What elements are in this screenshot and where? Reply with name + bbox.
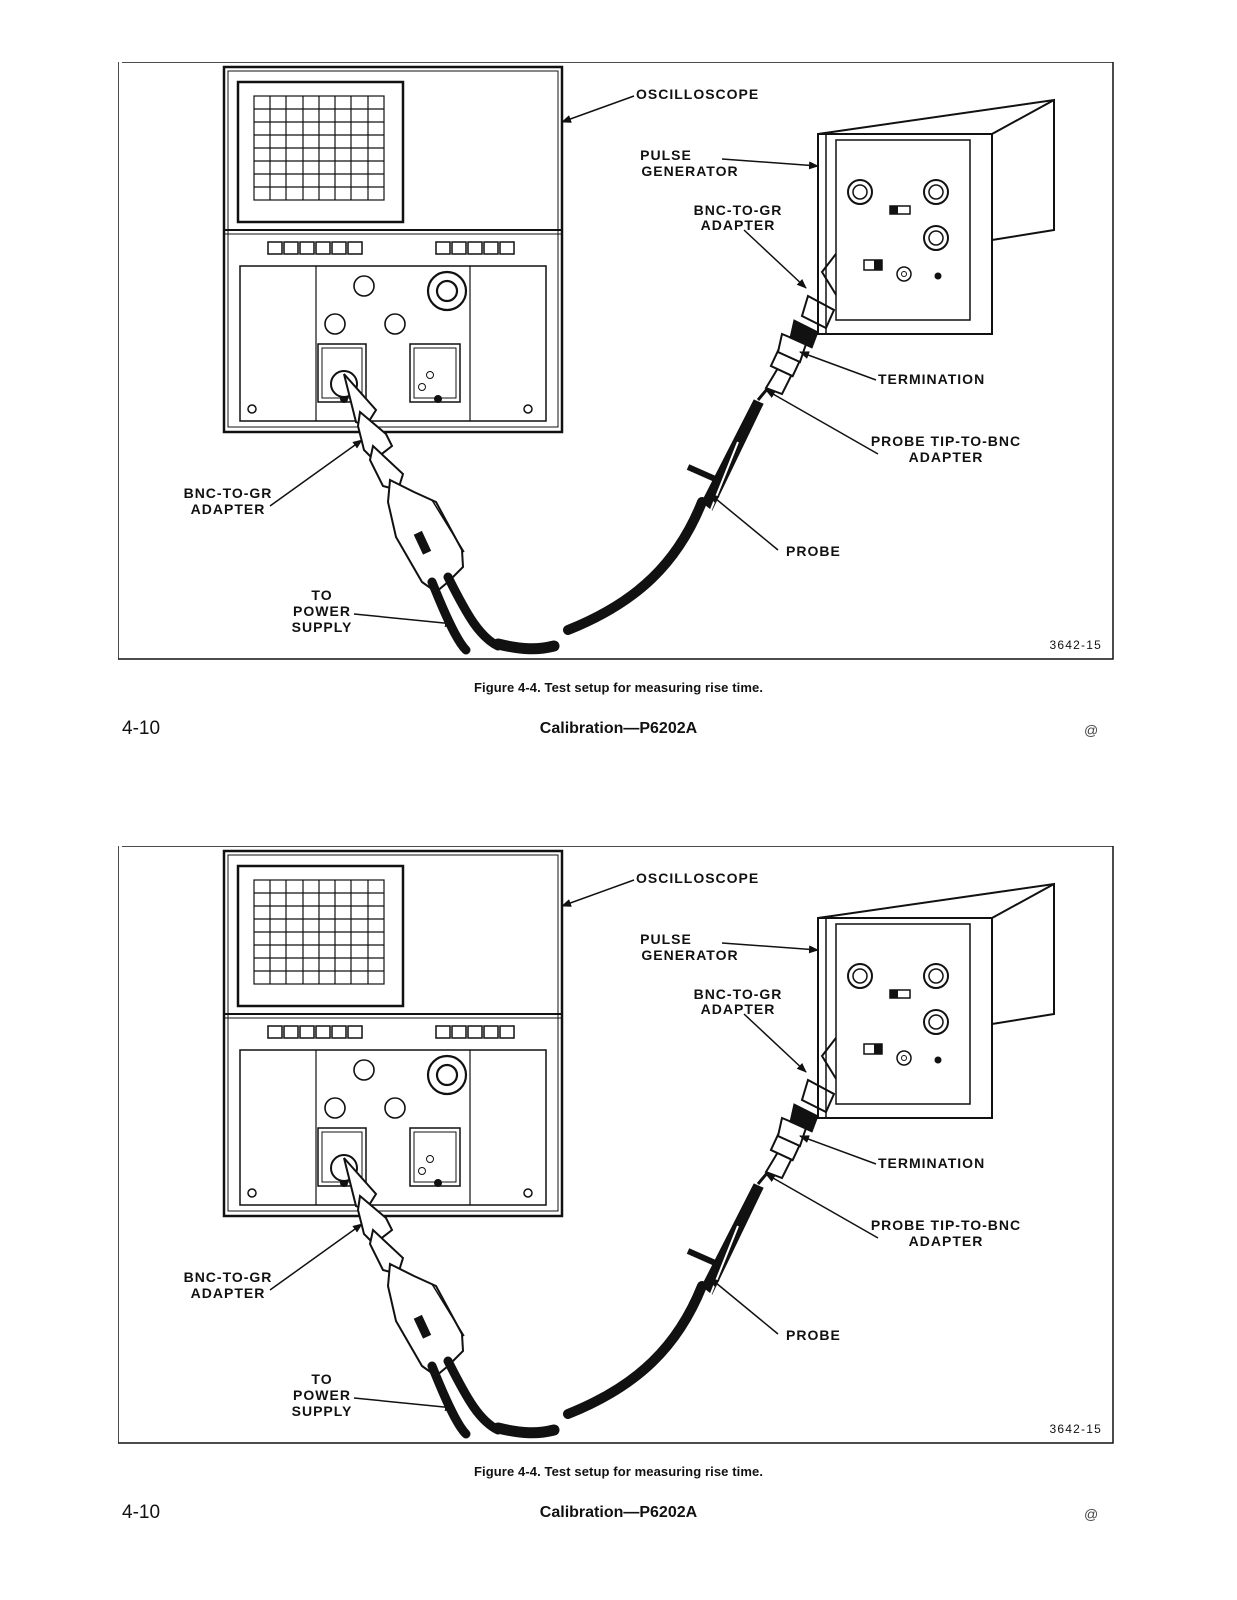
label-probe: PROBE (786, 1327, 841, 1343)
label-leaders (269, 879, 879, 1412)
label-oscilloscope: OSCILLOSCOPE (636, 870, 759, 886)
label-bnc-gr-left-1: BNC-TO-GR (184, 485, 273, 501)
copyright-mark: @ (1084, 722, 1099, 738)
running-title: Calibration—P6202A (539, 720, 698, 737)
left-adapter-and-cable (330, 370, 560, 655)
probe-drawing (563, 387, 770, 635)
copyright-mark: @ (1084, 1506, 1099, 1522)
figure-number: 3642-15 (1050, 1422, 1102, 1436)
label-pulse-generator-1: PULSE (640, 931, 692, 947)
front-panel-buttons (267, 1025, 515, 1039)
label-oscilloscope: OSCILLOSCOPE (636, 86, 759, 102)
pulse-generator-drawing (817, 98, 1055, 335)
figure-frame (118, 62, 1114, 660)
label-power-3: SUPPLY (292, 619, 353, 635)
label-termination: TERMINATION (878, 371, 985, 387)
label-power-2: POWER (293, 1387, 351, 1403)
crt-graticule (253, 95, 385, 201)
label-power-3: SUPPLY (292, 1403, 353, 1419)
page-number: 4-10 (122, 718, 161, 739)
label-probe-tip-2: ADAPTER (909, 449, 984, 465)
label-leaders (269, 95, 879, 628)
test-setup-figure: OSCILLOSCOPE PULSE GENERATOR BNC-TO-GR A… (118, 846, 1116, 1446)
label-pulse-generator-2: GENERATOR (641, 947, 738, 963)
label-bnc-gr-left-2: ADAPTER (191, 501, 266, 517)
figure-caption: Figure 4-4. Test setup for measuring ris… (473, 1464, 764, 1479)
test-setup-figure: OSCILLOSCOPE PULSE GENERATOR BNC-TO-GR A… (118, 62, 1116, 662)
running-title: Calibration—P6202A (539, 1504, 698, 1521)
label-pulse-generator-1: PULSE (640, 147, 692, 163)
page-half-top: OSCILLOSCOPE PULSE GENERATOR BNC-TO-GR A… (0, 0, 1237, 790)
label-bnc-gr-top-1: BNC-TO-GR (694, 202, 783, 218)
figure-number: 3642-15 (1050, 638, 1102, 652)
crt-graticule (253, 879, 385, 985)
label-power-1: TO (311, 587, 332, 603)
oscilloscope-drawing (222, 849, 564, 1218)
label-bnc-gr-left-1: BNC-TO-GR (184, 1269, 273, 1285)
label-pulse-generator-2: GENERATOR (641, 163, 738, 179)
label-probe-tip-1: PROBE TIP-TO-BNC (871, 433, 1021, 449)
oscilloscope-drawing (222, 65, 564, 434)
test-setup-illustration: OSCILLOSCOPE PULSE GENERATOR BNC-TO-GR A… (118, 846, 1114, 1444)
label-termination: TERMINATION (878, 1155, 985, 1171)
label-probe-tip-1: PROBE TIP-TO-BNC (871, 1217, 1021, 1233)
label-power-1: TO (311, 1371, 332, 1387)
label-probe-tip-2: ADAPTER (909, 1233, 984, 1249)
label-bnc-gr-top-2: ADAPTER (701, 217, 776, 233)
test-setup-illustration: OSCILLOSCOPE PULSE GENERATOR BNC-TO-GR A… (118, 62, 1114, 660)
label-power-2: POWER (293, 603, 351, 619)
front-panel-buttons (267, 241, 515, 255)
figure-caption: Figure 4-4. Test setup for measuring ris… (473, 680, 764, 695)
label-bnc-gr-top-1: BNC-TO-GR (694, 986, 783, 1002)
label-probe: PROBE (786, 543, 841, 559)
left-adapter-and-cable (330, 1154, 560, 1439)
figure-frame (118, 846, 1114, 1444)
page-number: 4-10 (122, 1502, 161, 1523)
label-bnc-gr-left-2: ADAPTER (191, 1285, 266, 1301)
pulse-generator-drawing (817, 882, 1055, 1119)
label-bnc-gr-top-2: ADAPTER (701, 1001, 776, 1017)
page-half-bottom: OSCILLOSCOPE PULSE GENERATOR BNC-TO-GR A… (0, 784, 1237, 1574)
probe-drawing (563, 1171, 770, 1419)
